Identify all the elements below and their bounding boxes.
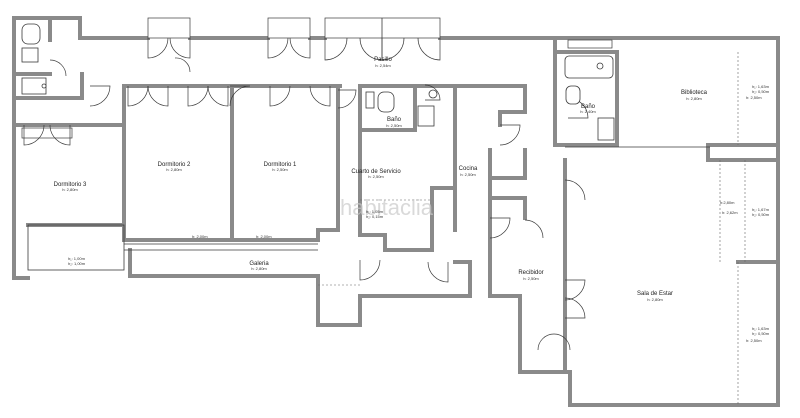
door-dorm2-b: [147, 85, 169, 107]
door-cocina-low: [427, 261, 449, 283]
door-cocina: [499, 124, 521, 146]
height-bano-right: h: 2,40m: [580, 109, 596, 114]
door-dorm3-b: [49, 124, 71, 146]
door-dorm1-a: [269, 85, 291, 107]
label-cocina: Cocina: [459, 166, 478, 172]
door-sala-c: [564, 297, 586, 319]
doors: [23, 37, 589, 351]
note-right-top-a: h₁: 1,63m: [752, 84, 770, 89]
drain-left: [41, 83, 47, 89]
note-dorm1-bottom: h: 2,00m: [256, 234, 272, 239]
height-pasillo: h: 2,54m: [375, 63, 391, 68]
door-entry-a: [537, 333, 555, 351]
watermark: habitaclia: [340, 195, 434, 220]
note-right-mid-b: h: 2,62m: [722, 210, 738, 215]
label-dormitorio2: Dormitorio 2: [158, 162, 191, 168]
dorm3-balcony: [27, 224, 125, 271]
door-window-a1: [147, 37, 169, 59]
room-labels: Pasillo h: 2,54m Biblioteca h: 2,80m Bañ…: [54, 57, 708, 302]
height-dormitorio1: h: 2,50m: [272, 167, 288, 172]
door-entry-b: [553, 333, 571, 351]
height-cuarto-servicio: h: 2,50m: [368, 174, 384, 179]
door-window-b1: [267, 37, 289, 59]
tub-drain: [596, 62, 604, 70]
note-right-top-b: h₂: 0,50m: [752, 89, 770, 94]
fixtures: [21, 23, 615, 141]
window-dorm3: [21, 127, 73, 139]
door-dorm2-d: [207, 85, 229, 107]
note-right-bot-a: h₁: 1,63m: [752, 326, 770, 331]
door-window-c4: [417, 37, 441, 61]
door-window-b2: [289, 37, 311, 59]
note-right-mid-a: h:2,80m: [720, 200, 735, 205]
height-biblioteca: h: 2,80m: [686, 96, 702, 101]
windows: [21, 17, 613, 139]
label-galeria: Galeria: [249, 261, 269, 267]
bathtub-right: [564, 55, 614, 79]
door-dorm2-a: [127, 85, 149, 107]
label-sala-estar: Sala de Estar: [637, 291, 673, 297]
note-right-top-c: h: 2,50m: [746, 95, 762, 100]
note-cuarto-b: h₂: 0,15m: [366, 214, 384, 219]
shower-center: [417, 105, 435, 127]
note-dorm3-b: h₂: 1,00m: [68, 261, 86, 266]
label-cuarto-servicio: Cuarto de Servicio: [351, 169, 401, 175]
window-a: [147, 17, 191, 39]
height-recibidor: h: 2,50m: [523, 276, 539, 281]
toilet-center: [377, 91, 395, 113]
window-b: [267, 17, 311, 39]
note-right-mid-d: h₂: 0,50m: [752, 212, 770, 217]
height-cocina: h: 2,50m: [460, 172, 476, 177]
door-dorm1-entry: [229, 85, 251, 107]
sink-left: [21, 47, 39, 63]
height-sala-estar: h: 2,80m: [647, 297, 663, 302]
door-sala-b: [564, 279, 586, 301]
door-recibidor-b: [524, 219, 544, 239]
window-c: [324, 17, 441, 39]
note-dorm2-bottom: h: 2,00m: [192, 234, 208, 239]
note-cuarto-a: h₁: 1,05m: [366, 209, 384, 214]
note-dorm3-a: h₁: 1,00m: [68, 256, 86, 261]
sink-right: [597, 117, 615, 141]
door-service-b: [424, 84, 441, 101]
door-wc: [49, 59, 67, 77]
label-dormitorio1: Dormitorio 1: [264, 162, 297, 168]
note-right-bot-c: h: 2,50m: [746, 338, 762, 343]
toilet-left: [21, 23, 41, 45]
interior-walls: [12, 16, 780, 374]
door-galeria: [359, 259, 381, 281]
door-dorm3-a: [23, 124, 45, 146]
label-dormitorio3: Dormitorio 3: [54, 182, 87, 188]
note-right-mid-c: h₁: 1,67m: [752, 207, 770, 212]
height-dormitorio3: h: 2,80m: [62, 187, 78, 192]
door-window-a2: [169, 37, 191, 59]
height-notes: h: 2,00m h: 2,00m h₁: 1,00m h₂: 1,00m h₁…: [68, 84, 770, 343]
height-bano-center: h: 2,50m: [386, 123, 402, 128]
exterior-walls: [12, 16, 780, 407]
toilet-right: [565, 85, 581, 105]
label-bano-center: Baño: [387, 117, 402, 123]
window-bath: [567, 39, 613, 49]
label-bano-right: Baño: [581, 104, 596, 110]
height-dormitorio2: h: 2,80m: [166, 167, 182, 172]
door-recibidor-a: [489, 217, 511, 239]
door-corridor: [174, 57, 191, 73]
door-sala-a: [564, 179, 586, 201]
drain-center: [428, 89, 438, 99]
label-pasillo: Pasillo: [374, 57, 392, 63]
label-recibidor: Recibidor: [518, 270, 543, 276]
door-dorm2-c: [187, 85, 209, 107]
height-galeria: h: 2,80m: [251, 266, 267, 271]
detail-lines: [27, 52, 746, 405]
label-biblioteca: Biblioteca: [681, 90, 708, 96]
sink-center: [365, 91, 375, 109]
door-window-c3: [381, 37, 405, 61]
note-right-bot-b: h₂: 0,50m: [752, 331, 770, 336]
door-service-a: [337, 89, 357, 109]
door-window-c1: [324, 37, 348, 61]
door-dorm3-entry: [89, 85, 111, 107]
door-dorm1-b: [309, 85, 331, 107]
